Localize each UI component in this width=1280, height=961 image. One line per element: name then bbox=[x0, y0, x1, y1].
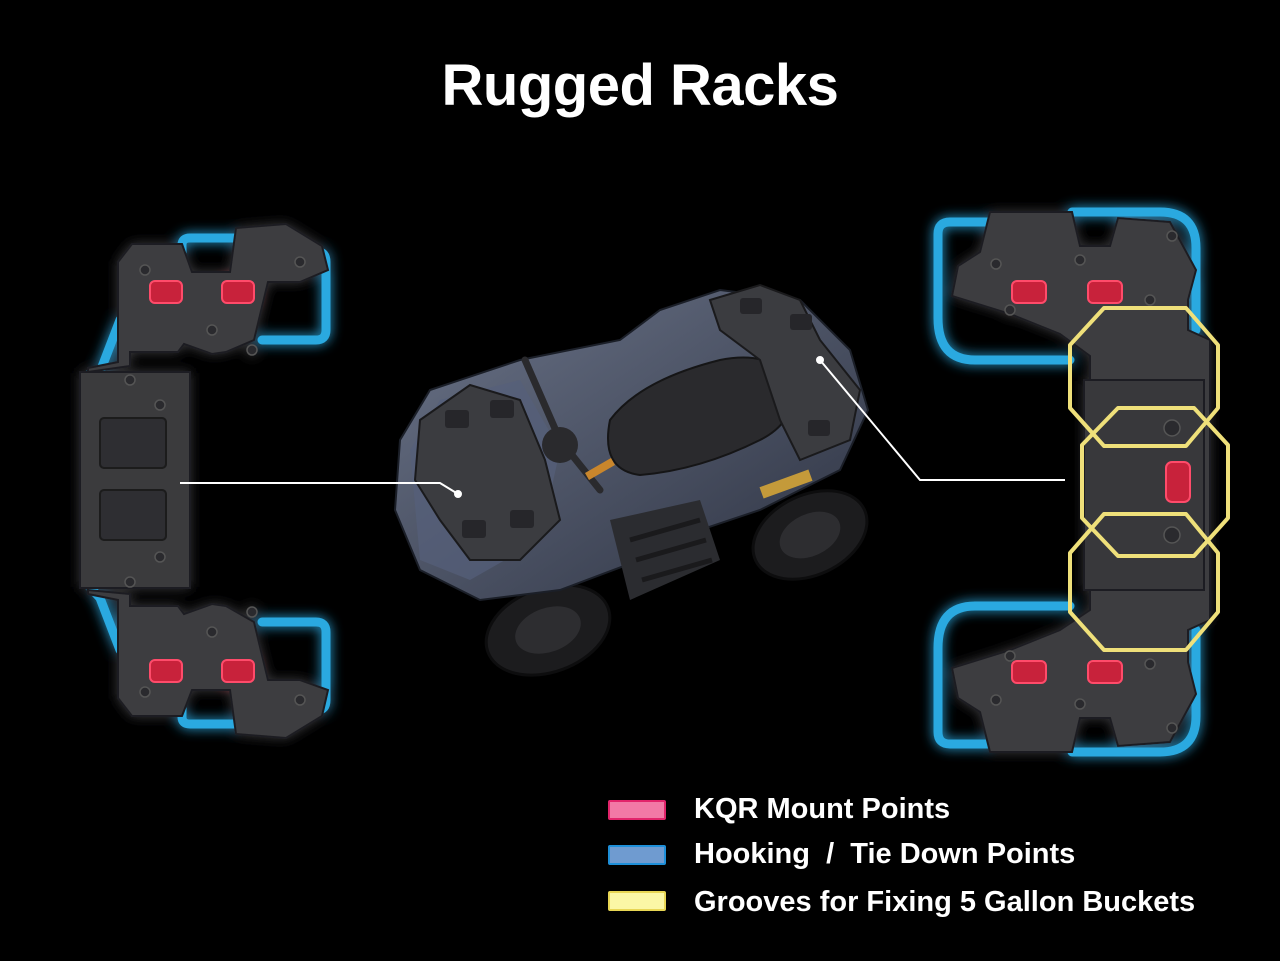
front-rack-body bbox=[79, 222, 330, 740]
kqr-swatch bbox=[608, 800, 666, 820]
rear-rack-kqr-points bbox=[1011, 280, 1191, 684]
front-rack-kqr-points bbox=[149, 280, 255, 683]
legend-label-hooking: Hooking / Tie Down Points bbox=[694, 838, 1076, 870]
legend-label-grooves: Grooves for Fixing 5 Gallon Buckets bbox=[694, 886, 1196, 918]
hooking-swatch bbox=[608, 845, 666, 865]
rear-rack bbox=[933, 207, 1211, 757]
page-title: Rugged Racks bbox=[441, 53, 839, 118]
front-rack bbox=[79, 222, 331, 740]
grooves-swatch bbox=[608, 891, 666, 911]
callout-lines bbox=[180, 356, 1065, 498]
legend-label-kqr: KQR Mount Points bbox=[694, 793, 951, 825]
rear-rack-body bbox=[950, 211, 1211, 753]
rear-rack-bucket-grooves bbox=[1068, 306, 1230, 652]
atv-illustration bbox=[393, 283, 870, 677]
